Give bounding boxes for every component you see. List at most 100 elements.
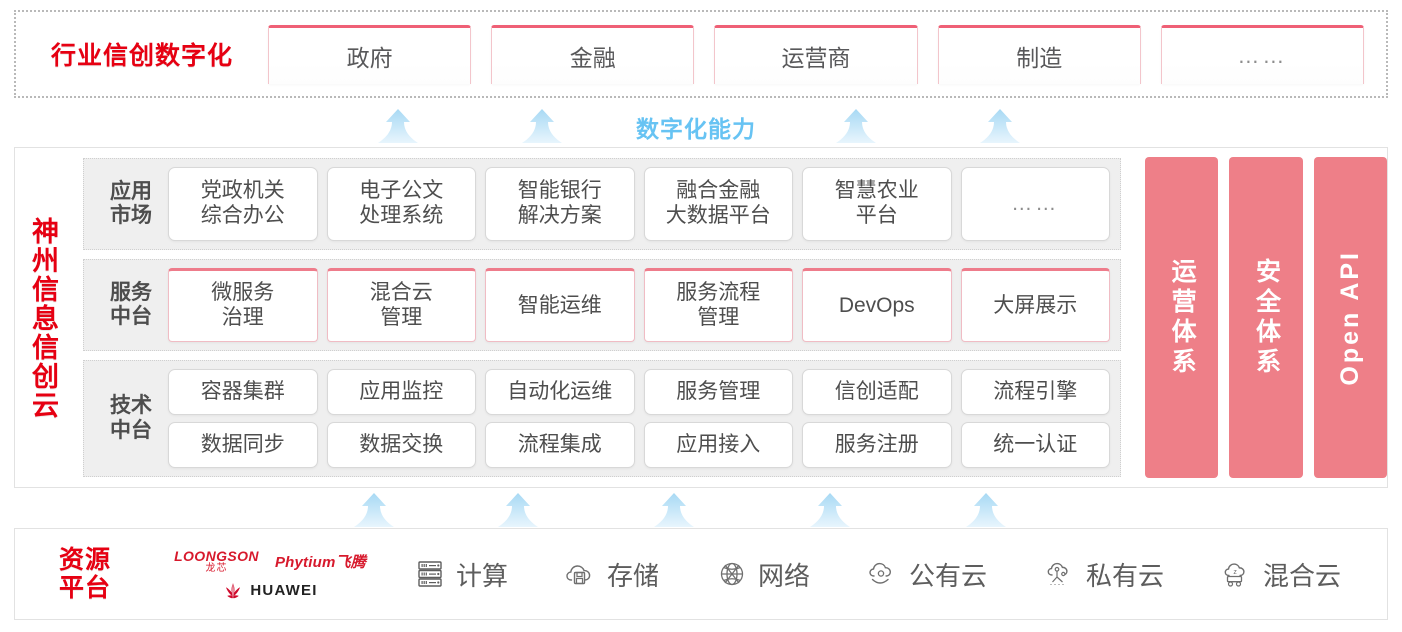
pillar-security-system[interactable]: 安全体系 <box>1229 157 1303 478</box>
pillar-open-api[interactable]: Open API <box>1313 157 1387 478</box>
tech-platform-cards: 容器集群 应用监控 自动化运维 服务管理 信创适配 流程引擎 <box>168 369 1110 468</box>
tech-card-automated-ops[interactable]: 自动化运维 <box>485 369 635 415</box>
layer-service-platform: 服务 中台 微服务 治理 混合云 管理 智能运维 <box>83 259 1121 351</box>
phytium-logo: Phytium飞腾 <box>274 553 366 571</box>
resource-item-public-cloud[interactable]: 公有云 <box>866 556 987 593</box>
tech-card-container-cluster[interactable]: 容器集群 <box>168 369 318 415</box>
cloud-storage-icon <box>566 565 591 585</box>
cloud-platform-box: 神 州 信 息 信 创 云 应用 市场 党政机关 综合办公 <box>14 147 1388 488</box>
cloud-title-char: 云 <box>32 390 60 421</box>
tech-card-unified-auth[interactable]: 统一认证 <box>960 422 1110 468</box>
resource-item-hybrid-cloud[interactable]: z 混合云 <box>1220 556 1341 593</box>
up-arrow-icon <box>810 493 850 527</box>
up-arrow-icon <box>980 109 1020 143</box>
resource-item-private-cloud[interactable]: 私有云 <box>1043 556 1164 593</box>
layer-label-line: 应用 <box>110 179 152 203</box>
up-arrow-icon <box>378 109 418 143</box>
service-platform-cards: 微服务 治理 混合云 管理 智能运维 服务流程 管理 D <box>168 268 1110 342</box>
layer-app-market: 应用 市场 党政机关 综合办公 电子公文 处理系统 智能银行 解决方案 <box>83 158 1121 250</box>
app-market-cards: 党政机关 综合办公 电子公文 处理系统 智能银行 解决方案 融合金融 大数据平台 <box>168 167 1110 241</box>
tech-card-xinchuang-adaptation[interactable]: 信创适配 <box>802 369 952 415</box>
tech-platform-row-1: 容器集群 应用监控 自动化运维 服务管理 信创适配 流程引擎 <box>168 369 1110 415</box>
cloud-layer-stack: 应用 市场 党政机关 综合办公 电子公文 处理系统 智能银行 解决方案 <box>77 148 1135 487</box>
loongson-logo-cn: 龙芯 <box>205 562 228 574</box>
hybrid-cloud-icon: z <box>1224 563 1245 587</box>
layer-label-line: 服务 <box>110 280 152 304</box>
resource-item-network[interactable]: 网络 <box>715 556 810 593</box>
svg-text:z: z <box>1233 569 1237 576</box>
resource-item-compute[interactable]: 计算 <box>413 556 508 593</box>
cloud-title-char: 息 <box>32 304 60 335</box>
industry-card-carrier[interactable]: 运营商 <box>714 24 918 84</box>
layer-label-line: 市场 <box>110 204 152 227</box>
up-arrow-icon <box>836 109 876 143</box>
cloud-pillar-group: 运营体系 安全体系 Open API <box>1135 148 1387 487</box>
private-cloud-icon <box>1047 562 1068 586</box>
service-card-hybrid-cloud-mgmt[interactable]: 混合云 管理 <box>326 268 476 342</box>
service-card-devops[interactable]: DevOps <box>802 268 952 342</box>
resource-item-label: 计算 <box>455 560 508 591</box>
layer-label-app-market: 应用 市场 <box>94 167 168 241</box>
huawei-logo-text: HUAWEI <box>250 582 318 599</box>
cloud-title-char: 信 <box>32 275 60 306</box>
layer-label-tech-platform: 技术 中台 <box>94 369 168 468</box>
industry-card-more[interactable]: …… <box>1160 24 1365 84</box>
app-card-fintech-bigdata[interactable]: 融合金融 大数据平台 <box>643 167 793 241</box>
service-card-service-process-mgmt[interactable]: 服务流程 管理 <box>643 268 793 342</box>
layer-label-service-platform: 服务 中台 <box>94 268 168 342</box>
app-card-smart-agriculture[interactable]: 智慧农业 平台 <box>802 167 952 241</box>
loongson-logo: LOONGSON 龙芯 <box>174 549 259 574</box>
resource-item-label: 存储 <box>606 560 659 591</box>
tech-card-data-exchange[interactable]: 数据交换 <box>326 422 476 468</box>
tech-card-process-engine[interactable]: 流程引擎 <box>960 369 1110 415</box>
pillar-label: Open API <box>1335 249 1364 386</box>
industry-card-finance[interactable]: 金融 <box>491 24 695 84</box>
server-icon <box>418 561 442 587</box>
up-arrow-icon <box>522 109 562 143</box>
huawei-logo: HUAWEI <box>222 582 317 600</box>
network-globe-icon <box>720 562 744 586</box>
industry-card-list: 政府 金融 运营商 制造 …… <box>268 24 1386 84</box>
capability-arrow-band: 数字化能力 <box>0 104 1402 144</box>
resource-item-label: 私有云 <box>1085 560 1164 591</box>
resource-item-label: 公有云 <box>908 560 987 591</box>
industry-band-title: 行业信创数字化 <box>50 42 233 70</box>
tech-platform-row-2: 数据同步 数据交换 流程集成 应用接入 服务注册 统一认证 <box>168 422 1110 468</box>
up-arrow-icon <box>654 493 694 527</box>
industry-card-government[interactable]: 政府 <box>268 24 472 84</box>
layer-label-line: 技术 <box>110 394 152 418</box>
public-cloud-icon <box>869 562 891 584</box>
up-arrow-icon <box>498 493 538 527</box>
app-card-smart-bank[interactable]: 智能银行 解决方案 <box>485 167 635 241</box>
app-card-gov-office[interactable]: 党政机关 综合办公 <box>168 167 318 241</box>
service-card-microservice-governance[interactable]: 微服务 治理 <box>168 268 318 342</box>
tech-card-app-access[interactable]: 应用接入 <box>643 422 793 468</box>
pillar-label: 运营体系 <box>1168 257 1197 378</box>
tech-card-process-integration[interactable]: 流程集成 <box>485 422 635 468</box>
cloud-title-char: 创 <box>32 361 60 392</box>
industry-card-manufacturing[interactable]: 制造 <box>937 24 1141 84</box>
tech-card-service-registry[interactable]: 服务注册 <box>802 422 952 468</box>
cloud-title-char: 神 <box>32 217 60 248</box>
industry-band: 行业信创数字化 政府 金融 运营商 制造 …… <box>14 10 1388 98</box>
tech-card-data-sync[interactable]: 数据同步 <box>168 422 318 468</box>
service-card-intelligent-ops[interactable]: 智能运维 <box>485 268 635 342</box>
app-card-more[interactable]: …… <box>960 167 1110 241</box>
vendor-logo-group: LOONGSON 龙芯 Phytium飞腾 HUAWEI <box>155 549 385 600</box>
resource-item-label: 网络 <box>757 560 810 591</box>
cloud-vertical-title: 神 州 信 息 信 创 云 <box>15 148 77 487</box>
resource-item-list: 计算 存储 <box>385 556 1387 593</box>
layer-label-line: 中台 <box>110 418 152 442</box>
pillar-operation-system[interactable]: 运营体系 <box>1145 157 1219 478</box>
resource-title-line: 资源 <box>58 546 111 574</box>
service-card-big-screen-display[interactable]: 大屏展示 <box>960 268 1110 342</box>
vendor-logo-row-1: LOONGSON 龙芯 Phytium飞腾 <box>174 549 366 574</box>
cloud-title-char: 州 <box>32 246 60 277</box>
resource-item-storage[interactable]: 存储 <box>564 556 659 593</box>
tech-card-service-mgmt[interactable]: 服务管理 <box>643 369 793 415</box>
app-card-e-document[interactable]: 电子公文 处理系统 <box>326 167 476 241</box>
huawei-flower-icon <box>226 582 241 598</box>
tech-card-app-monitoring[interactable]: 应用监控 <box>326 369 476 415</box>
loongson-logo-en: LOONGSON <box>174 547 259 564</box>
